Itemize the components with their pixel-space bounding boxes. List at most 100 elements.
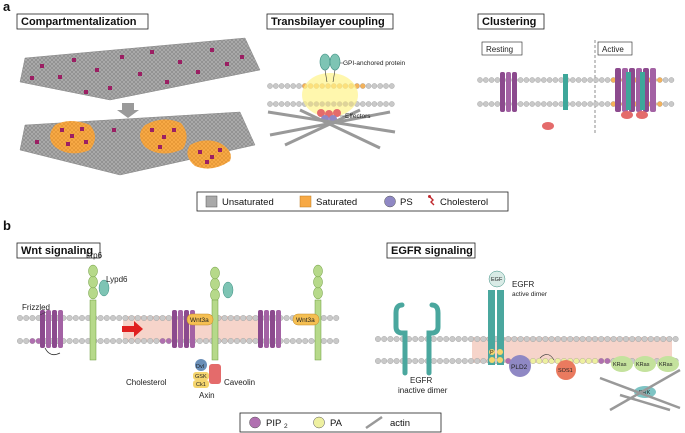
lipid-head xyxy=(296,101,302,107)
lipid-head xyxy=(283,315,290,321)
svg-text:SOS1: SOS1 xyxy=(558,368,573,374)
lipid-head xyxy=(196,338,203,344)
clustering-title: Clustering xyxy=(477,13,545,30)
svg-text:Dvl: Dvl xyxy=(196,364,204,370)
dvl-complex: Dvl GSK Ck1 xyxy=(193,359,221,388)
lipid-head xyxy=(477,101,483,107)
svg-text:Transbilayer coupling: Transbilayer coupling xyxy=(271,16,385,28)
lipid-head xyxy=(371,101,378,107)
lipid-head xyxy=(530,358,536,364)
lipid-head xyxy=(585,336,592,342)
egfr-title: EGFR signaling xyxy=(386,242,476,259)
effectors-label: Effectors xyxy=(345,113,371,120)
lipid-head xyxy=(548,336,555,342)
svg-text:Compartmentalization: Compartmentalization xyxy=(21,16,137,28)
lipid-head xyxy=(494,101,501,107)
lipid-head xyxy=(252,338,259,344)
lipid-head xyxy=(278,101,285,107)
legend-pip2-subscript: 2 xyxy=(284,423,288,430)
legend-pa-swatch xyxy=(313,416,325,429)
lipid-head xyxy=(437,336,443,342)
lipid-head xyxy=(548,358,555,364)
lipid-head xyxy=(383,83,389,89)
active-cluster xyxy=(615,68,656,119)
lipid-head xyxy=(461,358,468,364)
lipid-head xyxy=(660,336,667,342)
lipid-head xyxy=(110,338,116,344)
lipid-head xyxy=(72,338,79,344)
lipid-head xyxy=(320,338,327,344)
lipid-head xyxy=(483,101,489,107)
lipid-head xyxy=(234,338,240,344)
lipid-head xyxy=(381,358,388,364)
svg-text:Resting: Resting xyxy=(486,45,513,54)
lipid-head xyxy=(587,101,593,107)
lipid-head xyxy=(159,315,166,321)
svg-text:Clustering: Clustering xyxy=(482,16,536,28)
lipid-head xyxy=(657,101,663,107)
egfr-membrane xyxy=(375,336,679,364)
lipid-head xyxy=(252,315,259,321)
lipid-head xyxy=(79,338,85,344)
lipid-head xyxy=(122,315,129,321)
lipid-head xyxy=(604,77,611,83)
lipid-head xyxy=(377,83,383,89)
lipid-head xyxy=(474,336,481,342)
lipid-head xyxy=(375,336,381,342)
lipid-head xyxy=(418,358,425,364)
lipid-head xyxy=(449,358,456,364)
egfr-actin xyxy=(599,368,681,412)
lipid-head xyxy=(159,338,166,344)
caveolin-label: Caveolin xyxy=(224,378,255,387)
lipid-head xyxy=(377,101,383,107)
lipid-head xyxy=(654,336,660,342)
lipid-head xyxy=(483,77,489,83)
lipid-head xyxy=(267,101,273,107)
lipid-head xyxy=(333,338,340,344)
legend-ps-label: PS xyxy=(400,197,413,208)
lipid-head xyxy=(529,101,535,107)
lipid-head xyxy=(308,338,315,344)
lipid-head xyxy=(147,315,154,321)
panel-a-letter: a xyxy=(3,0,11,14)
lipid-head xyxy=(575,77,582,83)
svg-text:Wnt3a: Wnt3a xyxy=(190,317,209,324)
lipid-head xyxy=(455,336,462,342)
lipid-head xyxy=(234,315,240,321)
lipid-head xyxy=(389,101,395,107)
legend-a: Unsaturated Saturated PS Cholesterol xyxy=(196,191,509,212)
lipid-head xyxy=(505,336,512,342)
pld2-protein: PLD2 xyxy=(509,355,531,377)
lipid-head xyxy=(141,315,147,321)
lipid-head xyxy=(593,77,599,83)
svg-text:PLD2: PLD2 xyxy=(511,364,528,371)
lipid-head xyxy=(393,358,400,364)
lipid-head xyxy=(365,83,372,89)
wnt-title: Wnt signaling xyxy=(16,242,101,259)
lipid-head xyxy=(116,315,123,321)
kras-cluster: KRas KRas KRas xyxy=(611,356,679,372)
lipid-head xyxy=(666,336,673,342)
lipid-head xyxy=(529,77,535,83)
lrp6-label: Lrp6 xyxy=(86,251,103,260)
lipid-head xyxy=(66,338,73,344)
transbilayer-title: Transbilayer coupling xyxy=(266,13,394,30)
lipid-head xyxy=(657,77,663,83)
lipid-head xyxy=(480,358,487,364)
legend-cholesterol-label: Cholesterol xyxy=(440,197,488,208)
svg-text:ERK: ERK xyxy=(639,390,651,396)
lipid-head xyxy=(535,101,541,107)
lipid-head xyxy=(593,101,599,107)
lypd6-label: Lypd6 xyxy=(106,275,128,284)
legend-actin-swatch xyxy=(365,415,383,430)
lipid-head xyxy=(517,77,524,83)
lipid-head xyxy=(296,338,302,344)
lipid-head xyxy=(327,315,333,321)
frizzled-label: Frizzled xyxy=(22,303,50,312)
lipid-head xyxy=(284,83,291,89)
lipid-head xyxy=(552,77,559,83)
lipid-head xyxy=(320,315,327,321)
svg-text:EGF: EGF xyxy=(491,277,503,283)
lipid-head xyxy=(240,315,247,321)
